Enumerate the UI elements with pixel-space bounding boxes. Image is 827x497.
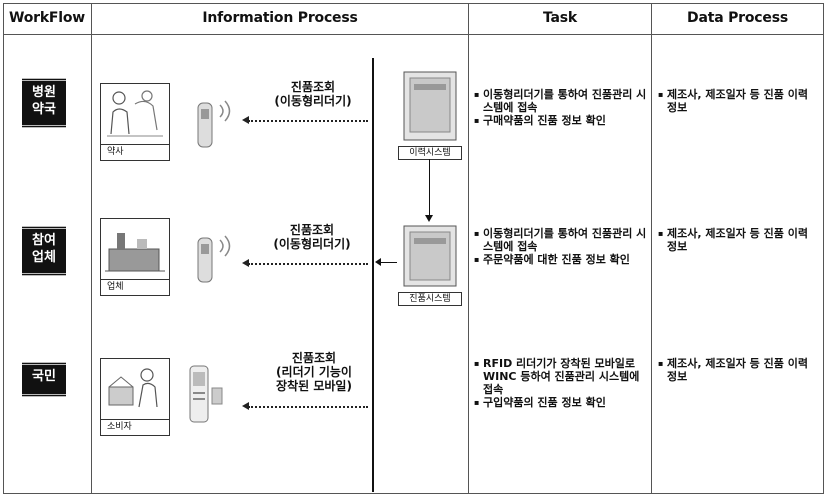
header-information-process: Information Process: [92, 3, 468, 35]
query-dotted-line: [248, 120, 368, 122]
query-label: 진품조회 (이동형리더기): [254, 223, 370, 251]
query-dotted-line: [248, 406, 368, 408]
data-list: 제조사, 제조일자 등 진품 이력 정보: [658, 88, 818, 114]
consumer-box: 소비자: [100, 358, 170, 436]
data-item: 제조사, 제조일자 등 진품 이력 정보: [658, 88, 818, 114]
task-item: 이동형리더기를 통하여 진품관리 시스템에 접속: [474, 88, 648, 114]
product-system: 진품시스템: [398, 224, 462, 306]
data-list: 제조사, 제조일자 등 진품 이력 정보: [658, 227, 818, 253]
system-connector: [429, 159, 430, 215]
task-list: 이동형리더기를 통하여 진품관리 시스템에 접속 구매약품의 진품 정보 확인: [474, 88, 648, 127]
system-label: 진품시스템: [398, 292, 462, 306]
badge-line: 국민: [32, 369, 56, 384]
header-data-process: Data Process: [652, 3, 823, 35]
badge-line: 참여: [32, 233, 56, 248]
mobile-phone-icon: [189, 365, 223, 423]
arrow-left-icon: [242, 259, 249, 267]
query-line: 진품조회: [289, 223, 335, 237]
box-label: 소비자: [101, 419, 169, 435]
consumer-illustration: [108, 368, 158, 408]
header-task: Task: [469, 3, 651, 35]
task-item: 이동형리더기를 통하여 진품관리 시스템에 접속: [474, 227, 648, 253]
pharmacist-illustration: [107, 90, 163, 137]
workflow-badge-citizen: 국민: [22, 362, 66, 397]
badge-line: 업체: [32, 250, 56, 265]
system-label: 이력시스템: [398, 146, 462, 160]
workflow-badge-company: 참여 업체: [22, 226, 66, 276]
query-line: (이동형리더기): [273, 237, 351, 251]
box-label: 업체: [101, 279, 169, 295]
task-list: 이동형리더기를 통하여 진품관리 시스템에 접속 주문약품에 대한 진품 정보 …: [474, 227, 648, 266]
company-box: 업체: [100, 218, 170, 296]
column-divider: [91, 3, 92, 494]
query-label: 진품조회 (리더기 기능이 장착된 모바일): [262, 351, 366, 393]
data-list: 제조사, 제조일자 등 진품 이력 정보: [658, 357, 818, 383]
central-timeline: [372, 58, 374, 492]
task-item: 주문약품에 대한 진품 정보 확인: [474, 253, 648, 266]
query-label: 진품조회 (이동형리더기): [258, 80, 368, 108]
column-divider: [468, 3, 469, 494]
arrow-left-icon: [242, 116, 249, 124]
badge-line: 약국: [32, 102, 56, 117]
workflow-badge-hospital: 병원 약국: [22, 78, 66, 128]
arrow-left-icon: [375, 258, 381, 266]
system-link: [379, 262, 397, 263]
query-line: (리더기 기능이: [276, 365, 352, 379]
query-line: 진품조회: [291, 351, 337, 365]
data-item: 제조사, 제조일자 등 진품 이력 정보: [658, 227, 818, 253]
mobile-reader-icon: [197, 100, 231, 148]
history-system: 이력시스템: [398, 70, 462, 160]
factory-illustration: [105, 233, 165, 272]
query-dotted-line: [248, 263, 368, 265]
column-divider: [651, 3, 652, 494]
arrow-down-icon: [425, 215, 433, 222]
pharmacist-box: 약사: [100, 83, 170, 161]
task-item: 구입약품의 진품 정보 확인: [474, 396, 648, 409]
query-line: 진품조회: [290, 80, 336, 94]
box-label: 약사: [101, 144, 169, 160]
query-line: (이동형리더기): [274, 94, 352, 108]
query-line: 장착된 모바일): [276, 379, 352, 393]
task-item: RFID 리더기가 장착된 모바일로 WINC 등하여 진품관리 시스템에 접속: [474, 357, 648, 396]
mobile-reader-icon: [197, 235, 231, 283]
diagram-frame: [3, 3, 824, 494]
header-workflow: WorkFlow: [3, 3, 91, 35]
badge-line: 병원: [32, 85, 56, 100]
server-icon: [403, 225, 457, 287]
data-item: 제조사, 제조일자 등 진품 이력 정보: [658, 357, 818, 383]
arrow-left-icon: [242, 402, 249, 410]
task-item: 구매약품의 진품 정보 확인: [474, 114, 648, 127]
server-icon: [403, 71, 457, 141]
task-list: RFID 리더기가 장착된 모바일로 WINC 등하여 진품관리 시스템에 접속…: [474, 357, 648, 409]
